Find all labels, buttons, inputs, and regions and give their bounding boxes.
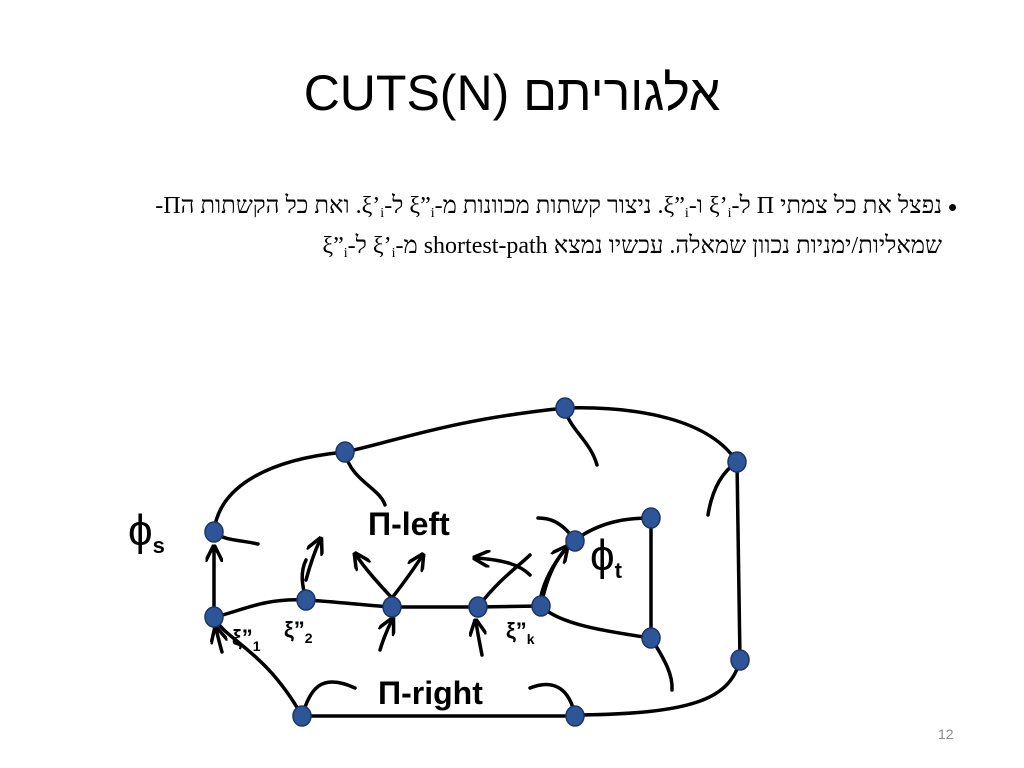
arrow-bottom-node4 [476,622,482,657]
node-xi1 [204,606,224,628]
page-number: 12 [938,726,954,742]
arrow-node3-left [356,555,394,600]
node-upper-left [335,441,355,463]
bullet-text: נפצל את כל צמתי Π ל-ξ’i ו-ξ”i. ניצור קשת… [155,193,942,261]
node-bottom-left [292,705,312,727]
node-xik [531,595,551,617]
diagram-edges [212,406,742,718]
node-phi-s [204,521,224,543]
diagram-nodes [204,397,750,727]
label-phi-s: ϕs [128,506,165,558]
edge-right-block-bottom [539,604,653,640]
diagram-arrows [214,540,566,657]
node-bottom-right [565,705,585,727]
arrow-xi2-up [304,540,320,582]
edge-pit-link [539,539,577,608]
arrow-xik-up [539,548,566,598]
node-chain-4 [468,596,488,618]
diagram-labels: ϕs ϕt Π-left Π-right ξ”1 ξ”2 ξ”k [128,506,623,711]
slide-title: אלגוריתם CUTS(N) [303,65,721,121]
bullet-marker: • [948,192,958,222]
label-xi1: ξ”1 [232,625,261,654]
node-chain-3 [382,596,402,618]
node-right-low [730,649,750,671]
node-xi2 [296,589,316,611]
node-right-top [641,507,661,529]
node-upper-right [727,451,747,473]
node-top [555,397,575,419]
edge-outer-top [212,406,739,534]
edge-outer-right [735,460,742,662]
label-pi-right: Π-right [378,675,483,711]
label-xi2: ξ”2 [284,617,313,646]
edge-outer-right-bottom [573,658,742,717]
arrow-bottom-node3 [380,620,392,652]
edge-chain [212,598,543,619]
label-pi-left: Π-left [368,506,450,542]
arrow-chain-left [476,558,532,577]
label-phi-t: ϕt [590,531,623,583]
arrow-node3-right [390,556,422,600]
node-right-mid [641,627,661,649]
arrow-xi1-up [216,629,222,654]
node-phi-t [565,530,585,552]
label-xik: ξ”k [506,618,535,647]
